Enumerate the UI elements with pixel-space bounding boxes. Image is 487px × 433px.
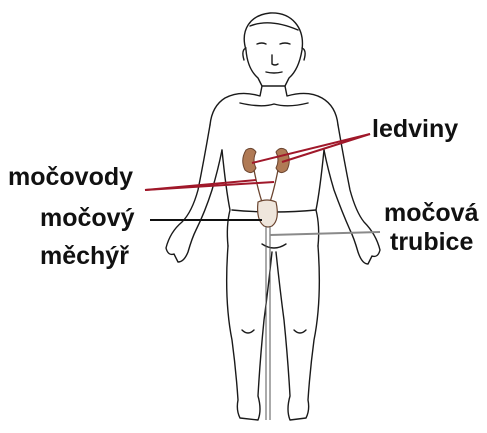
ureter-left [254, 170, 262, 202]
label-ureters: močovody [8, 164, 133, 191]
label-bladder-line1: močový [40, 205, 134, 232]
label-bladder-line2: měchýř [40, 243, 129, 270]
label-urethra-line1: močová [384, 200, 478, 227]
label-urethra-line2: trubice [390, 229, 473, 256]
urinary-system [243, 148, 290, 420]
pointer-kidney-left [252, 134, 370, 163]
ureter-right [270, 170, 278, 202]
urethra [266, 226, 270, 420]
left-kidney [243, 148, 256, 172]
label-kidneys: ledviny [372, 116, 458, 143]
pointer-urethra [270, 232, 380, 235]
bladder [258, 200, 278, 227]
